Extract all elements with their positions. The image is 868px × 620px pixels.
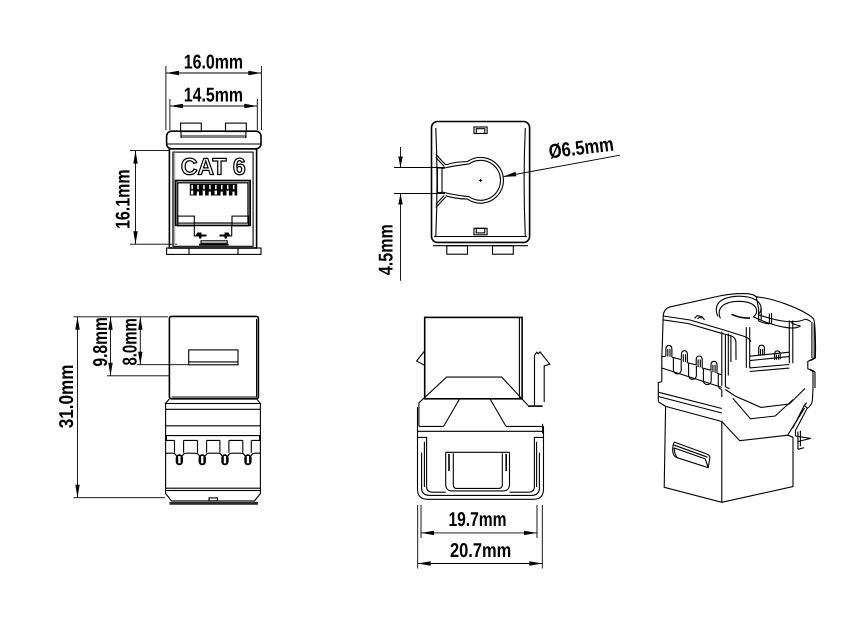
svg-text:19.7mm: 19.7mm (448, 509, 506, 531)
svg-text:4.5mm: 4.5mm (376, 224, 398, 275)
svg-text:31.0mm: 31.0mm (56, 365, 78, 429)
svg-text:16.1mm: 16.1mm (113, 169, 135, 229)
svg-text:9.8mm: 9.8mm (90, 317, 112, 366)
svg-text:20.7mm: 20.7mm (450, 540, 511, 562)
svg-text:16.0mm: 16.0mm (184, 52, 243, 74)
svg-text:8.0mm: 8.0mm (119, 318, 141, 365)
svg-text:CAT 6: CAT 6 (181, 154, 246, 180)
svg-text:14.5mm: 14.5mm (184, 84, 243, 106)
